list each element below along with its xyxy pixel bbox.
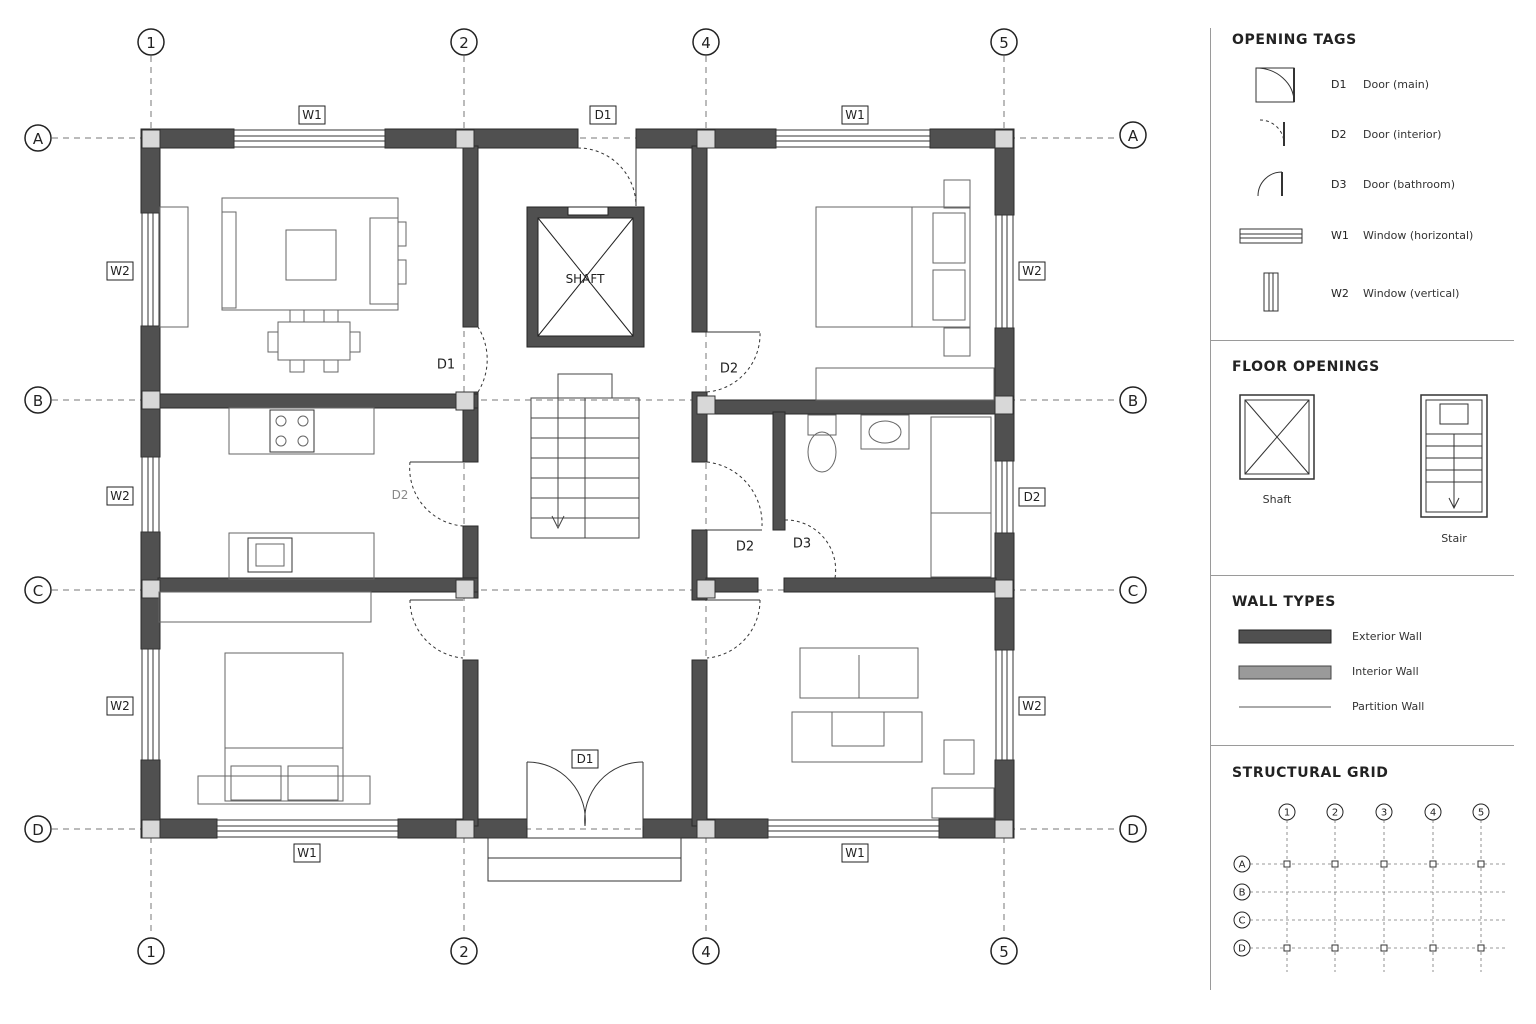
legend-label-d3: Door (bathroom) — [1363, 178, 1455, 191]
grid-label-col-2-top: 2 — [459, 34, 469, 52]
legend-wall-types-title: WALL TYPES — [1232, 594, 1336, 610]
tag-d3-bath: D3 — [793, 537, 811, 552]
windows — [141, 129, 1014, 838]
tag-w1-bottom-left: W1 — [297, 846, 317, 860]
grid-label-col-4-bottom: 4 — [701, 943, 711, 961]
tag-w1-top-right: W1 — [845, 108, 865, 122]
tag-d1-living: D1 — [437, 358, 455, 373]
legend-grid-col-4: 4 — [1430, 808, 1436, 819]
legend-grid-col-1: 1 — [1284, 808, 1290, 819]
legend-label-d1: Door (main) — [1363, 78, 1430, 91]
legend-label-d2: Door (interior) — [1363, 128, 1442, 141]
grid-bubbles — [24, 28, 1147, 965]
legend-partition-wall-label: Partition Wall — [1352, 700, 1425, 713]
grid-label-col-1-bottom: 1 — [146, 943, 156, 961]
grid-label-row-a-left: A — [33, 130, 44, 148]
legend-divider-vertical — [1210, 28, 1211, 990]
entry-step — [487, 837, 682, 882]
tag-w2-left-2: W2 — [110, 489, 130, 503]
tag-w1-top-left: W1 — [302, 108, 322, 122]
tag-d1-main: D1 — [577, 752, 594, 766]
tag-w2-right-3: W2 — [1022, 699, 1042, 713]
tag-w2-right-1: W2 — [1022, 264, 1042, 278]
legend-shaft-caption: Shaft — [1262, 493, 1292, 506]
shaft — [526, 206, 645, 348]
legend-interior-wall-swatch — [1238, 665, 1332, 680]
legend-grid-row-b: B — [1239, 888, 1246, 899]
doors — [409, 147, 837, 827]
legend-label-w2: Window (vertical) — [1363, 287, 1460, 300]
legend-code-w1: W1 — [1331, 229, 1349, 242]
grid-label-col-2-bottom: 2 — [459, 943, 469, 961]
grid-label-row-a-right: A — [1128, 127, 1139, 145]
grid-label-row-c-right: C — [1128, 582, 1138, 600]
tag-d2-bedroom: D2 — [720, 362, 738, 377]
stair — [530, 373, 640, 539]
legend-grid-row-d: D — [1238, 944, 1246, 955]
legend-grid-row-c: C — [1239, 916, 1246, 927]
legend-code-d1: D1 — [1331, 78, 1347, 91]
legend-grid-row-a: A — [1239, 860, 1246, 871]
grid-label-col-5-top: 5 — [999, 34, 1009, 52]
grid-label-col-5-bottom: 5 — [999, 943, 1009, 961]
legend-floor-openings — [1239, 394, 1488, 518]
legend-grid-col-5: 5 — [1478, 808, 1484, 819]
column-markers — [141, 129, 1014, 839]
legend-mini-grid-bubbles — [1233, 803, 1490, 957]
tag-w1-bottom-right: W1 — [845, 846, 865, 860]
tag-d2-kitchen: D2 — [392, 488, 409, 502]
legend-grid-col-3: 3 — [1381, 808, 1387, 819]
tag-d1-top: D1 — [595, 108, 612, 122]
tag-w2-left-1: W2 — [110, 264, 130, 278]
shaft-label: SHAFT — [566, 272, 606, 286]
legend-mini-grid-nodes — [1283, 860, 1485, 952]
legend-code-d2: D2 — [1331, 128, 1347, 141]
furniture — [158, 179, 995, 819]
legend-divider-1 — [1211, 340, 1514, 341]
grid-label-row-c-left: C — [33, 582, 43, 600]
legend-door-symbols — [1239, 67, 1303, 312]
tag-d2-corridor: D2 — [736, 540, 754, 555]
legend-structural-grid-title: STRUCTURAL GRID — [1232, 765, 1389, 781]
grid-label-col-4-top: 4 — [701, 34, 711, 52]
grid-label-row-b-left: B — [33, 392, 43, 410]
legend-exterior-wall-label: Exterior Wall — [1352, 630, 1422, 643]
legend-label-w1: Window (horizontal) — [1363, 229, 1474, 242]
legend-stair-caption: Stair — [1441, 532, 1467, 545]
legend-interior-wall-label: Interior Wall — [1352, 665, 1419, 678]
tag-d2-right: D2 — [1024, 490, 1041, 504]
legend-divider-2 — [1211, 575, 1514, 576]
legend-floor-openings-title: FLOOR OPENINGS — [1232, 359, 1380, 375]
legend-exterior-wall-swatch — [1238, 629, 1332, 644]
grid-label-row-d-left: D — [32, 821, 44, 839]
legend-opening-tags-title: OPENING TAGS — [1232, 32, 1357, 48]
legend-grid-col-2: 2 — [1332, 808, 1338, 819]
legend-code-w2: W2 — [1331, 287, 1349, 300]
grid-label-row-b-right: B — [1128, 392, 1138, 410]
grid-label-col-1-top: 1 — [146, 34, 156, 52]
tag-w2-left-3: W2 — [110, 699, 130, 713]
grid-label-row-d-right: D — [1127, 821, 1139, 839]
tag-boxes — [106, 105, 1046, 863]
legend-code-d3: D3 — [1331, 178, 1347, 191]
legend-divider-3 — [1211, 745, 1514, 746]
interior-walls — [157, 145, 997, 827]
